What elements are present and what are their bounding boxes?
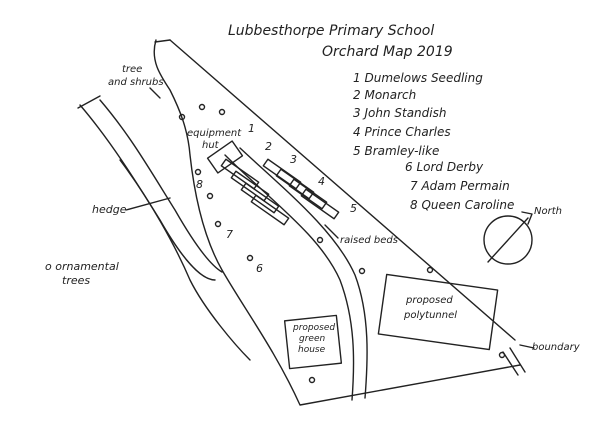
raised-beds-label: raised beds (340, 235, 398, 246)
boundary-gate (502, 347, 526, 376)
trees-shrubs-label-2: and shrubs (108, 77, 164, 88)
polytunnel-label-1: proposed (405, 295, 453, 306)
compass-arrow-icon (521, 211, 533, 225)
legend-item-6: 6 Lord Derby (405, 160, 484, 174)
equipment-hut (206, 140, 244, 174)
compass-circle (483, 215, 533, 265)
tree-circles (178, 103, 506, 384)
tree-circle (246, 254, 254, 262)
map-title-line1: Lubbesthorpe Primary School (228, 23, 434, 39)
legend-item-4: 4 Prince Charles (353, 125, 451, 139)
greenhouse-label-2: green (299, 334, 325, 344)
raised-bed (288, 178, 328, 210)
tree-circle (316, 236, 324, 244)
proposed-greenhouse (283, 314, 343, 370)
legend-item-2: 2 Monarch (353, 88, 416, 102)
tree-marker-7: 7 (226, 228, 233, 241)
orchard-boundary (153, 39, 521, 406)
north-compass: North (483, 206, 562, 265)
boundary-arrow (519, 344, 535, 349)
ornamental-label-2: trees (62, 274, 90, 287)
hedge-label: hedge (92, 203, 127, 216)
tree-circle (214, 220, 222, 228)
tree-marker-5: 5 (350, 202, 357, 215)
ornamental-label-1b: o ornamental (45, 260, 119, 273)
tree-circle (426, 266, 434, 274)
hedge-top (77, 95, 101, 109)
polytunnel-label-2: polytunnel (403, 310, 457, 321)
tree-circle (498, 351, 506, 359)
raised-bed (250, 194, 290, 226)
outer-tree-line (119, 159, 251, 361)
raised-bed (275, 168, 315, 200)
raised-beds-pointer (324, 224, 339, 239)
tree-marker-6: 6 (256, 262, 263, 275)
tree-circle (178, 113, 186, 121)
greenhouse-label-3: house (298, 345, 326, 355)
legend-item-1: 1 Dumelows Seedling (353, 71, 483, 85)
raised-beds (220, 158, 340, 226)
compass-needle (487, 217, 529, 263)
tree-circle (308, 376, 316, 384)
tree-marker-2: 2 (265, 140, 272, 153)
tree-circle (198, 103, 206, 111)
equipment-label-1: equipment (187, 128, 242, 139)
tree-marker-3: 3 (290, 153, 297, 166)
legend-item-5: 5 Bramley-like (353, 144, 439, 158)
legend: 1 Dumelows Seedling 2 Monarch 3 John Sta… (353, 71, 514, 212)
proposed-polytunnel (377, 273, 499, 351)
raised-bed (262, 158, 302, 190)
boundary-label: boundary (532, 342, 581, 353)
tree-circle (206, 192, 214, 200)
tree-marker-8: 8 (196, 178, 203, 191)
trees-shrubs-label-1: tree (122, 64, 142, 75)
north-label: North (534, 206, 562, 217)
legend-item-8: 8 Queen Caroline (410, 198, 514, 212)
greenhouse-label-1: proposed (292, 323, 335, 333)
tree-circle (194, 168, 202, 176)
hedge-pointer (125, 197, 171, 211)
legend-item-3: 3 John Standish (353, 106, 446, 120)
hedge-line-inner (99, 99, 223, 273)
boundary-top (154, 39, 171, 43)
tree-circle (358, 267, 366, 275)
legend-item-7: 7 Adam Permain (410, 179, 510, 193)
tree-marker-4: 4 (318, 175, 325, 188)
trees-pointer (149, 87, 161, 99)
raised-bed (300, 188, 340, 220)
tree-circle (218, 108, 226, 116)
central-path-right (239, 147, 368, 399)
tree-marker-1: 1 (248, 122, 255, 135)
equipment-label-2: hut (202, 140, 220, 151)
map-title-line2: Orchard Map 2019 (322, 44, 453, 60)
